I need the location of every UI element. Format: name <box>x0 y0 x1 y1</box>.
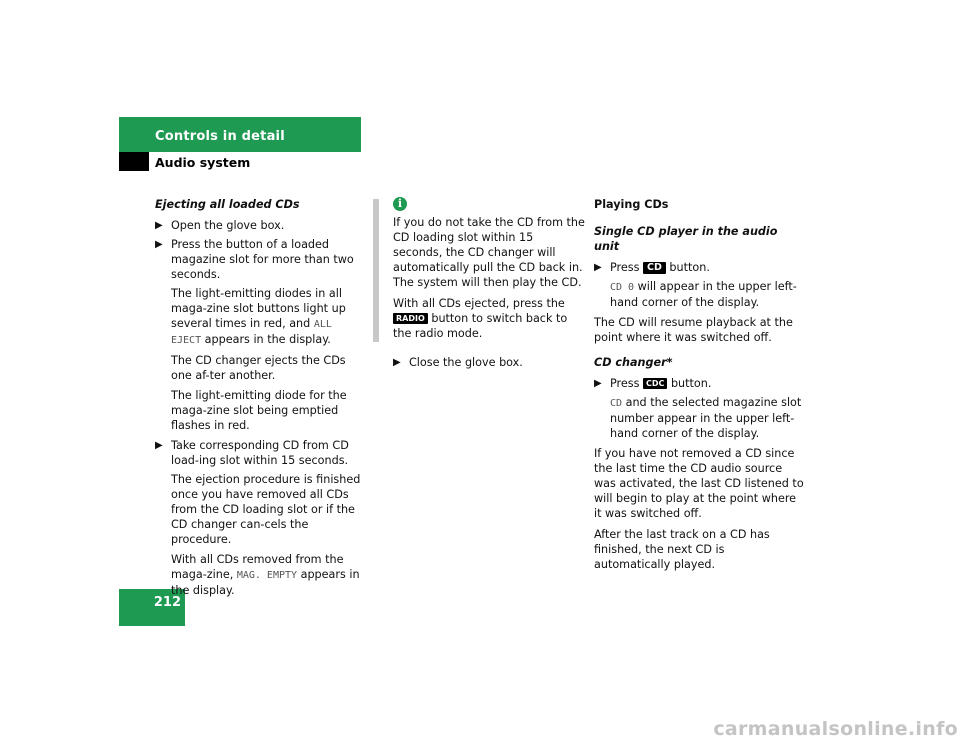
cd-key-icon: CD <box>643 262 666 274</box>
note-led-flash: The light-emitting diode for the maga-zi… <box>171 389 347 432</box>
note-cd-slot: CD and the selected magazine slot number… <box>610 396 802 440</box>
note-ejects: The CD changer ejects the CDs one af-ter… <box>171 354 346 382</box>
para-next-cd: After the last track on a CD has finishe… <box>594 528 770 571</box>
header-bar <box>119 117 361 152</box>
heading-ejecting: Ejecting all loaded CDs <box>155 198 300 211</box>
note-cd0: CD 0 will appear in the upper left-hand … <box>610 280 797 309</box>
display-text-cd0: CD 0 <box>610 282 635 293</box>
info-sidebar <box>373 199 379 342</box>
watermark: carmanualsonline.info <box>713 718 958 740</box>
arrow-right-icon: ▶ <box>393 357 401 368</box>
note-finished: The ejection procedure is finished once … <box>171 473 361 546</box>
info-text-2: With all CDs ejected, press the RADIO bu… <box>393 297 568 340</box>
step-press-cd: ▶ Press CD button. <box>594 261 710 274</box>
info-icon: i <box>393 197 407 211</box>
radio-key-icon: RADIO <box>393 313 428 324</box>
note-mag-empty: With all CDs removed from the maga-zine,… <box>171 553 360 597</box>
arrow-right-icon: ▶ <box>155 440 163 451</box>
column-ejecting: Ejecting all loaded CDs ▶ Open the glove… <box>155 197 367 603</box>
step-take-cd: ▶ Take corresponding CD from CD load-ing… <box>155 439 349 467</box>
arrow-right-icon: ▶ <box>594 378 602 389</box>
step-open-glovebox: ▶ Open the glove box. <box>155 219 285 232</box>
subheading-cd-changer: CD changer* <box>594 356 673 369</box>
display-text-mag-empty: MAG. EMPTY <box>236 570 298 581</box>
subheading-single-cd: Single CD player in the audio unit <box>594 225 778 253</box>
arrow-right-icon: ▶ <box>155 220 163 231</box>
arrow-right-icon: ▶ <box>155 239 163 250</box>
step-press-cdc: ▶ Press CDC button. <box>594 377 712 390</box>
column-info: i If you do not take the CD from the CD … <box>393 197 585 374</box>
column-playing: Playing CDs Single CD player in the audi… <box>594 197 804 578</box>
note-leds: The light-emitting diodes in all maga-zi… <box>171 287 346 346</box>
para-resume: The CD will resume playback at the point… <box>594 316 793 344</box>
para-last-cd: If you have not removed a CD since the l… <box>594 447 804 520</box>
display-text-all-eject: ALL EJECT <box>171 319 332 346</box>
display-text-cd: CD <box>610 398 623 409</box>
section-title: Controls in detail <box>155 129 285 144</box>
info-text-1: If you do not take the CD from the CD lo… <box>393 216 585 289</box>
step-press-slot: ▶ Press the button of a loaded magazine … <box>155 238 354 281</box>
arrow-right-icon: ▶ <box>594 262 602 273</box>
page-number: 212 <box>119 589 185 626</box>
header-marker <box>119 152 149 171</box>
heading-playing: Playing CDs <box>594 198 669 211</box>
cdc-key-icon: CDC <box>643 378 668 389</box>
section-subtitle: Audio system <box>155 155 251 170</box>
step-close-glovebox: ▶ Close the glove box. <box>393 356 523 369</box>
